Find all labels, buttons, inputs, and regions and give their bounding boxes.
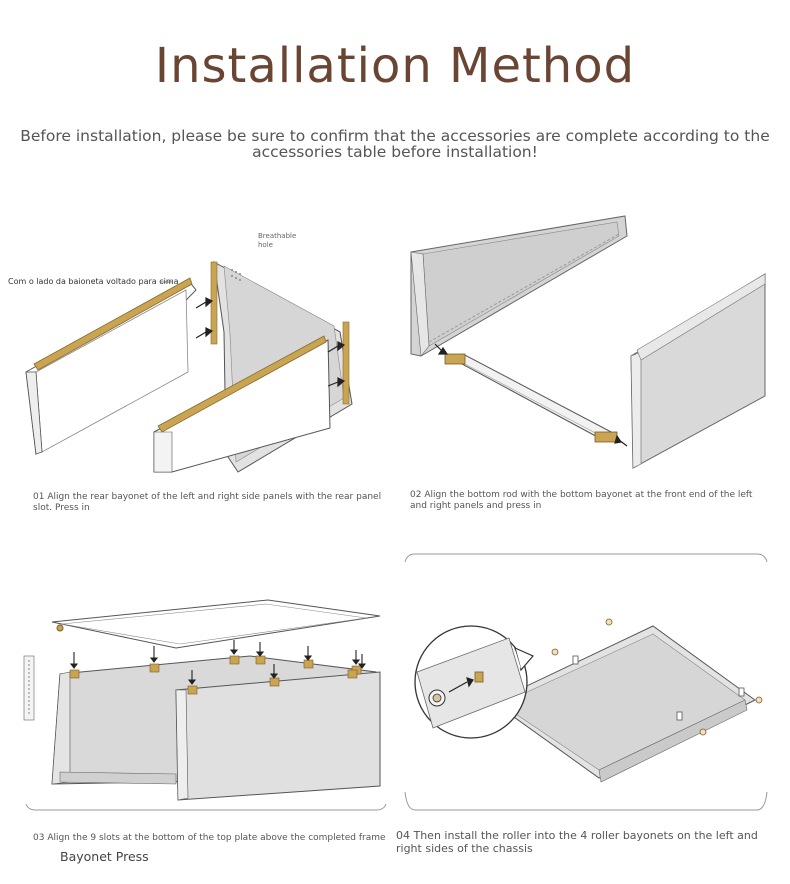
step3-illustration <box>23 599 387 811</box>
page-title: Installation Method <box>154 38 636 94</box>
step2-illustration <box>405 214 770 476</box>
step1-caption: 01 Align the rear bayonet of the left an… <box>33 492 382 513</box>
step1-callout-bayonet: Com o lado da baioneta voltado para cima <box>8 277 179 286</box>
step1-illustration <box>25 261 353 473</box>
step1-callout-hole: Breathable hole <box>258 232 297 249</box>
step4-caption: 04 Then install the roller into the 4 ro… <box>396 829 758 855</box>
intro-text: Before installation, please be sure to c… <box>20 127 770 161</box>
step2-caption: 02 Align the bottom rod with the bottom … <box>410 490 753 511</box>
step3-caption: 03 Align the 9 slots at the bottom of th… <box>33 833 386 843</box>
step4-illustration <box>404 553 768 811</box>
step3-subcaption: Bayonet Press <box>60 849 149 864</box>
